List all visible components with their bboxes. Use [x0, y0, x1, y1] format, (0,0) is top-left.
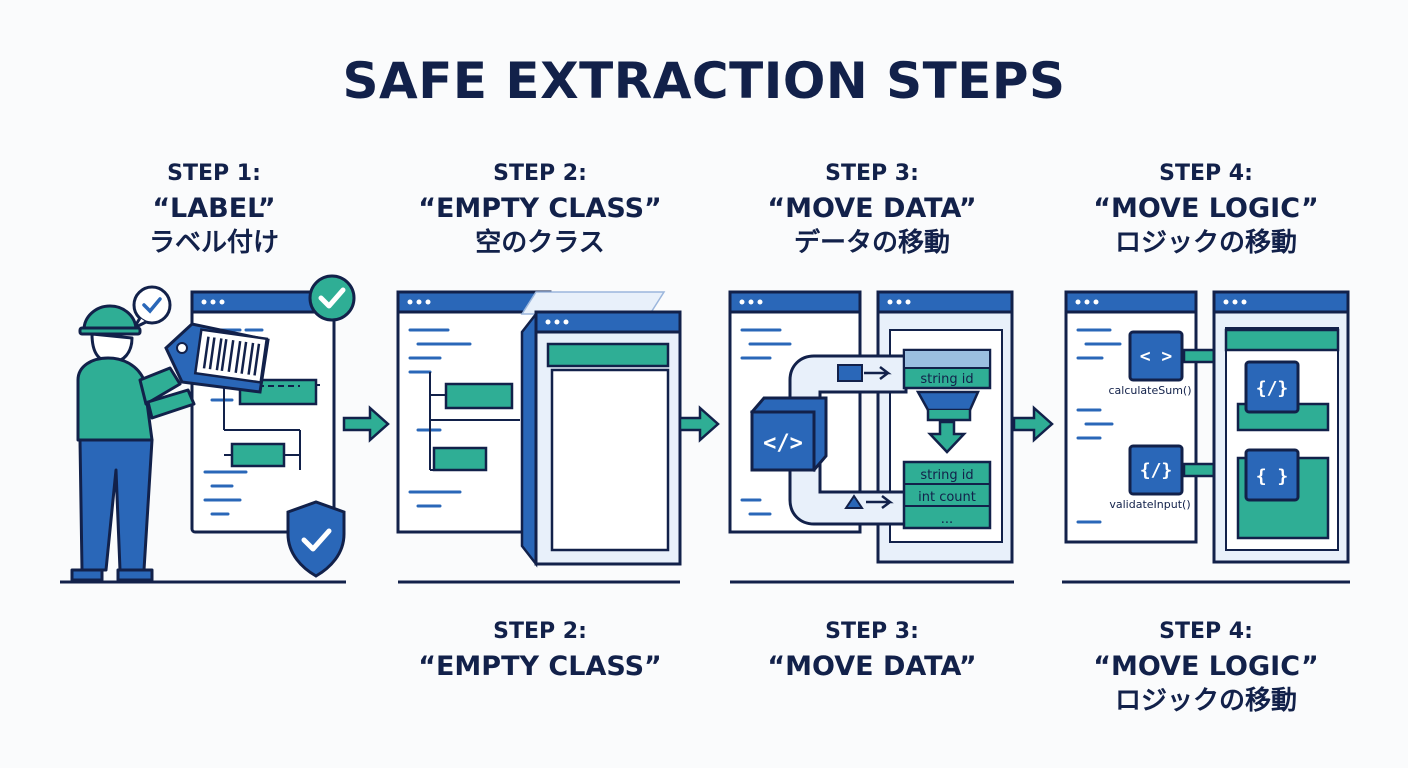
step-2-footer-title: “EMPTY CLASS”	[418, 650, 662, 682]
code-cube-icon	[750, 410, 816, 472]
step-2-footer-number: STEP 2:	[493, 619, 587, 644]
step-4-footer-number: STEP 4:	[1159, 619, 1253, 644]
arrow-right-icon	[678, 405, 720, 443]
step-3-number: STEP 3:	[825, 161, 919, 186]
page-title: SAFE EXTRACTION STEPS	[342, 52, 1066, 110]
step-3-footer: STEP 3: “MOVE DATA”	[722, 618, 1022, 683]
speech-bubble-icon	[132, 285, 172, 325]
field-list	[902, 460, 992, 530]
step-4-footer-japanese: ロジックの移動	[1114, 686, 1297, 717]
svg-text:{/}: {/}	[1256, 378, 1289, 399]
method-braces-icon	[1128, 444, 1184, 496]
code-symbol: </>	[763, 431, 803, 456]
step-2-title: “EMPTY CLASS”	[418, 192, 662, 224]
field-ellipsis: ...	[941, 512, 953, 527]
method-validate-input: validateInput()	[1109, 498, 1190, 511]
step-4-footer: STEP 4: “MOVE LOGIC” ロジックの移動	[1056, 618, 1356, 718]
method-calculate-sum: calculateSum()	[1109, 384, 1192, 397]
step-3-japanese: データの移動	[793, 228, 950, 259]
moved-method-icon	[1244, 360, 1300, 414]
step-4-title: “MOVE LOGIC”	[1093, 192, 1319, 224]
step-4-header: STEP 4: “MOVE LOGIC” ロジックの移動	[1056, 160, 1356, 260]
step-2-footer: STEP 2: “EMPTY CLASS”	[390, 618, 690, 683]
svg-text:{/}: {/}	[1140, 460, 1173, 481]
step-2-illustration	[396, 290, 682, 584]
field-string-id-top: string id	[920, 372, 973, 387]
barcode-tag-icon	[164, 322, 270, 394]
step-4-number: STEP 4:	[1159, 161, 1253, 186]
step-3-footer-number: STEP 3:	[825, 619, 919, 644]
step-2-japanese: 空のクラス	[475, 228, 605, 259]
moved-braces-icon	[1244, 448, 1300, 502]
step-1-number: STEP 1:	[167, 161, 261, 186]
step-3-illustration: </> string id string id int count ...	[728, 290, 1014, 584]
step-2-number: STEP 2:	[493, 161, 587, 186]
step-4-illustration: < > calculateSum() {/} validateInput() {…	[1062, 290, 1350, 584]
step-4-japanese: ロジックの移動	[1114, 228, 1297, 259]
step-4-footer-title: “MOVE LOGIC”	[1093, 650, 1319, 682]
arrow-right-icon	[1012, 405, 1054, 443]
arrow-right-icon	[342, 405, 390, 443]
step-1-illustration	[60, 274, 356, 584]
shield-check-icon	[286, 500, 346, 578]
step-3-header: STEP 3: “MOVE DATA” データの移動	[722, 160, 1022, 260]
check-badge-icon	[308, 274, 356, 322]
worker-figure	[70, 304, 196, 582]
svg-text:{ }: { }	[1256, 466, 1289, 487]
step-1-header: STEP 1: “LABEL” ラベル付け	[64, 160, 364, 260]
arrow-down-icon	[927, 420, 967, 454]
step-1-japanese: ラベル付け	[148, 228, 279, 259]
field-string-id: string id	[920, 468, 973, 483]
step-2-header: STEP 2: “EMPTY CLASS” 空のクラス	[390, 160, 690, 260]
svg-text:< >: < >	[1140, 346, 1173, 367]
field-int-count: int count	[918, 490, 976, 505]
step-1-title: “LABEL”	[152, 192, 276, 224]
method-chevrons-icon	[1128, 330, 1184, 382]
step-3-title: “MOVE DATA”	[767, 192, 977, 224]
step-3-footer-title: “MOVE DATA”	[767, 650, 977, 682]
